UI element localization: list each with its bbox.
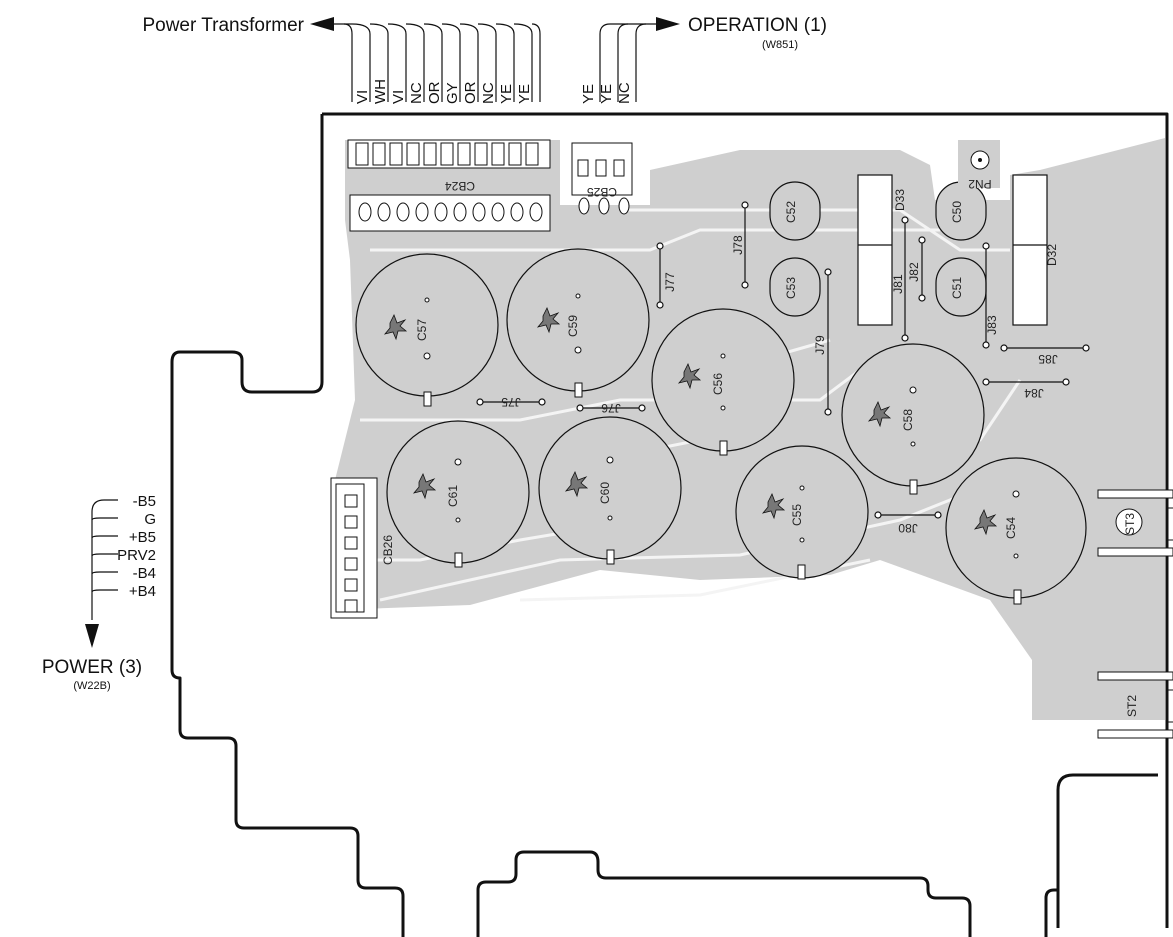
svg-text:C56: C56 <box>711 373 725 395</box>
power-wires <box>91 499 118 620</box>
svg-text:C53: C53 <box>784 277 798 299</box>
svg-text:D33: D33 <box>893 189 907 211</box>
svg-text:VI: VI <box>354 90 371 104</box>
svg-text:YE: YE <box>516 84 533 104</box>
jumpers <box>476 201 1090 519</box>
power-wire-labels: -B5 G +B5 PRV2 -B4 +B4 <box>117 493 156 600</box>
socket-cb24: CB24 <box>347 139 551 232</box>
svg-text:-B4: -B4 <box>133 565 156 582</box>
svg-text:J82: J82 <box>907 262 921 282</box>
socket-label-cb25: CB25 <box>587 185 617 199</box>
jumper-labels: J75 J76 J77 J78 J79 J80 J81 J82 J83 J84 … <box>501 235 1058 535</box>
svg-text:C60: C60 <box>598 482 612 504</box>
svg-text:OR: OR <box>426 81 443 104</box>
svg-text:C57: C57 <box>415 319 429 341</box>
socket-label-cb26: CB26 <box>381 535 395 565</box>
svg-text:OR: OR <box>462 81 479 104</box>
operation-wire-labels: YE YE NC <box>580 82 633 104</box>
svg-text:J81: J81 <box>891 274 905 294</box>
svg-text:C52: C52 <box>784 201 798 223</box>
svg-text:NC: NC <box>408 82 425 104</box>
svg-text:C61: C61 <box>446 485 460 507</box>
operation-sub-label: (W851) <box>762 39 798 51</box>
svg-text:C55: C55 <box>790 504 804 526</box>
svg-text:-B5: -B5 <box>133 493 156 510</box>
svg-text:+B4: +B4 <box>129 583 156 600</box>
svg-text:J76: J76 <box>601 401 621 415</box>
power-transformer-wire-labels: VI WH VI NC OR GY OR NC YE YE <box>354 79 533 104</box>
arrow-down-icon <box>85 624 99 648</box>
svg-text:J80: J80 <box>898 521 918 535</box>
capacitors-large <box>355 248 1087 599</box>
svg-text:C51: C51 <box>950 277 964 299</box>
socket-label-cb24: CB24 <box>445 179 475 193</box>
svg-text:C50: C50 <box>950 201 964 223</box>
diodes <box>857 174 1048 326</box>
terminal-st3: ST3 <box>1097 489 1173 557</box>
arrow-right-icon <box>656 17 680 31</box>
svg-text:J85: J85 <box>1038 352 1058 366</box>
svg-text:PRV2: PRV2 <box>117 547 156 564</box>
capacitor-polarity-marks <box>383 307 998 536</box>
svg-text:J83: J83 <box>985 315 999 335</box>
capacitor-labels-small: C52 C53 C50 C51 <box>784 201 964 299</box>
socket-cb25: CB25 <box>571 142 633 215</box>
svg-text:ST2: ST2 <box>1125 695 1139 717</box>
svg-text:J78: J78 <box>731 235 745 255</box>
svg-text:C54: C54 <box>1004 517 1018 539</box>
svg-text:J79: J79 <box>813 335 827 355</box>
svg-text:C58: C58 <box>901 409 915 431</box>
power-label: POWER (3) <box>42 657 142 678</box>
svg-text:NC: NC <box>480 82 497 104</box>
svg-text:YE: YE <box>498 84 515 104</box>
operation-wires <box>599 23 660 102</box>
svg-text:GY: GY <box>444 82 461 104</box>
svg-text:PN2: PN2 <box>968 177 992 191</box>
board-outline <box>170 112 1169 937</box>
svg-text:J84: J84 <box>1024 386 1044 400</box>
operation-label: OPERATION (1) <box>688 15 827 36</box>
power-sub-label: (W22B) <box>73 680 110 692</box>
diode-labels: D33 D32 <box>893 189 1059 266</box>
svg-text:VI: VI <box>390 90 407 104</box>
svg-text:ST3: ST3 <box>1123 513 1137 535</box>
svg-text:G: G <box>144 511 156 528</box>
svg-text:J75: J75 <box>501 395 521 409</box>
capacitor-leads <box>423 293 1022 605</box>
terminal-st2: ST2 <box>1097 671 1173 739</box>
svg-text:YE: YE <box>598 84 615 104</box>
socket-cb26: CB26 <box>330 477 395 619</box>
svg-text:WH: WH <box>372 79 389 104</box>
svg-text:YE: YE <box>580 84 597 104</box>
power-transformer-label: Power Transformer <box>142 15 304 36</box>
svg-text:D32: D32 <box>1045 244 1059 266</box>
svg-text:C59: C59 <box>566 315 580 337</box>
arrow-left-icon <box>310 17 334 31</box>
svg-text:+B5: +B5 <box>129 529 156 546</box>
svg-text:NC: NC <box>616 82 633 104</box>
capacitor-labels-large: C57 C59 C56 C58 C61 C60 C55 C54 <box>415 315 1018 539</box>
power-transformer-wires <box>330 23 541 102</box>
svg-text:J77: J77 <box>663 272 677 292</box>
terminal-pn2: PN2 <box>958 140 1000 191</box>
